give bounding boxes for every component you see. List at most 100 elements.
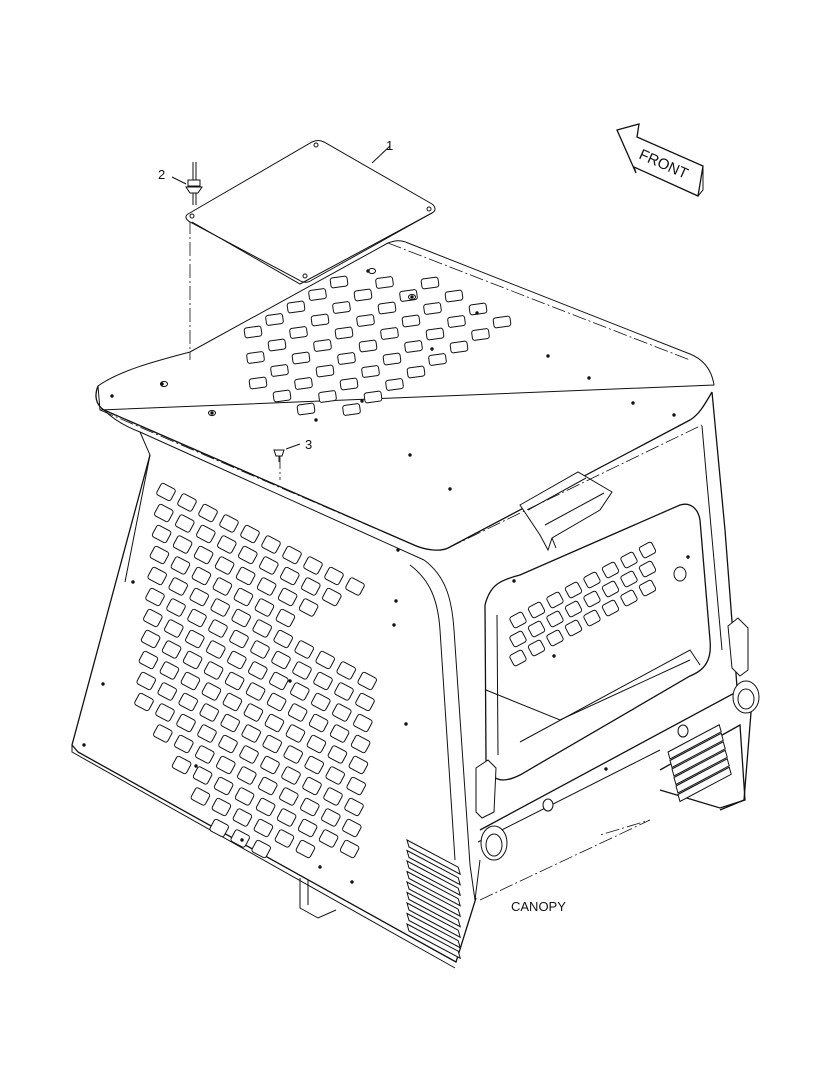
side-vent-slot (216, 755, 236, 775)
side-vent-slot (302, 776, 322, 796)
side-vent-slot (182, 650, 203, 670)
front-vent-slot (546, 629, 564, 647)
side-vent-slot (171, 755, 192, 775)
louver-slat (406, 839, 462, 876)
side-vent-slot (285, 724, 306, 743)
front-vent-slot (583, 609, 601, 627)
roof-vent-slot (420, 276, 440, 290)
roof-vent-slot (248, 376, 268, 390)
mounting-hole (360, 399, 364, 403)
mounting-hole (396, 548, 400, 552)
roof-vent-slot (243, 325, 263, 339)
mounting-hole (587, 376, 591, 380)
part-2-bolt: 2 (158, 162, 203, 205)
roof-vent-slot (358, 339, 378, 353)
roof-vent-slot (385, 378, 404, 391)
mounting-hole (686, 555, 690, 559)
side-vent-slot (281, 766, 301, 785)
side-vent-slot (245, 682, 266, 701)
louver-slat (406, 849, 462, 886)
side-vent-slot (250, 640, 270, 659)
mounting-hole (110, 394, 114, 398)
side-vent-slot (227, 650, 247, 670)
side-vent-slot (353, 713, 373, 733)
side-vent-slot (295, 839, 316, 859)
louver-slat (671, 741, 726, 777)
side-vent-slot (262, 734, 282, 754)
side-vent-slot (209, 818, 229, 838)
mounting-hole (314, 418, 318, 422)
roof-vent-slot (471, 328, 490, 341)
side-vent-slot (138, 650, 159, 670)
lower-left-louvers (406, 839, 462, 960)
front-vent-slot (564, 619, 583, 637)
front-vent-slot (583, 590, 601, 608)
side-vent-slot (339, 839, 360, 859)
side-vent-slot (193, 545, 214, 565)
side-vent-slot (231, 608, 251, 628)
side-vent-slot (238, 545, 258, 565)
side-vent-slot (344, 797, 364, 817)
mounting-hole (552, 654, 556, 658)
front-vent-slot (546, 610, 564, 628)
front-vent-grid (509, 541, 657, 667)
side-vent-slot (318, 829, 339, 848)
louver-slat (406, 923, 462, 960)
side-vent-slot (243, 703, 264, 722)
roof-vent-slot (315, 364, 335, 378)
side-vent-slot (232, 808, 253, 827)
mounting-hole (475, 311, 479, 315)
front-vent-slot (620, 589, 638, 607)
side-vent-slot (151, 524, 172, 544)
louver-slat (669, 732, 724, 769)
side-vent-slot (230, 829, 250, 848)
front-vent-slot (527, 620, 546, 638)
part-1-cover-plate: 1 (185, 138, 436, 285)
side-vent-slot (156, 482, 176, 502)
side-vent-slot (233, 587, 254, 607)
side-vent-slot (255, 797, 276, 817)
front-vent-slot (509, 630, 527, 648)
side-vent-slot (164, 619, 184, 638)
side-vent-slot (350, 734, 371, 754)
side-vent-slot (271, 650, 291, 670)
front-vent-slot (527, 639, 546, 657)
roof-vent-grid (243, 275, 512, 416)
side-vent-slot (336, 661, 356, 680)
roof-vent-slot (428, 353, 447, 366)
side-vent-slot (303, 556, 323, 575)
roof-vent-slot (382, 352, 402, 366)
side-vent-slot (201, 682, 222, 701)
louver-slat (406, 860, 462, 897)
side-vent-slot (298, 598, 319, 617)
side-vent-slot (273, 629, 293, 649)
side-vent-slot (241, 724, 261, 743)
roof-vent-slot (449, 340, 469, 354)
side-vent-slot (322, 587, 342, 607)
roof-vent-slot (267, 338, 287, 352)
side-vent-slot (154, 503, 174, 523)
mounting-hole (430, 347, 434, 351)
side-vent-slot (197, 724, 217, 743)
front-vent-slot (601, 580, 620, 598)
side-vent-slot (313, 671, 333, 691)
side-vent-slot (147, 566, 167, 586)
roof-vent-slot (337, 352, 356, 365)
front-vent-slot (601, 599, 620, 617)
mounting-hole (410, 295, 414, 299)
side-vent-slot (208, 619, 228, 638)
front-vent-slot (620, 570, 638, 588)
side-vent-slot (161, 640, 182, 659)
side-vent-slot (325, 766, 345, 785)
roof-vent-slot (294, 377, 313, 390)
side-vent-slot (180, 671, 201, 691)
side-vent-slot (306, 734, 327, 754)
side-vent-slot (276, 808, 297, 827)
callout-3: 3 (305, 437, 312, 452)
side-vent-slot (342, 818, 362, 838)
front-label: FRONT (636, 146, 690, 183)
side-vent-slot (283, 745, 303, 764)
roof-vent-slot (265, 313, 284, 326)
front-vent-slot (564, 581, 583, 599)
roof-vent-slot (286, 300, 306, 314)
